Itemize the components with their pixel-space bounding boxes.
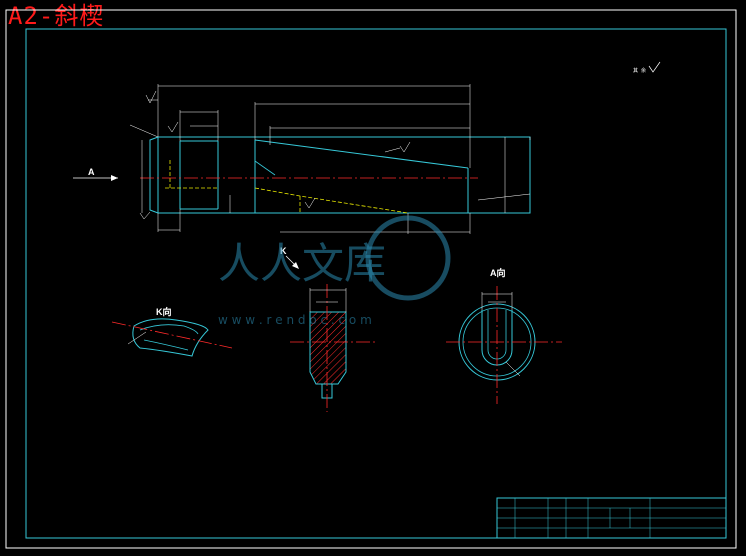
- a-view: [446, 286, 562, 404]
- watermark: [365, 215, 451, 301]
- roughness-symbol: 其 余: [633, 61, 661, 74]
- watermark-url: w w w . r e n d o c . c o m: [218, 313, 372, 327]
- k-arrow: [285, 255, 299, 269]
- drawing-title: A2-斜楔: [8, 2, 105, 30]
- arrow-a-label: A: [88, 167, 95, 177]
- title-block: [496, 497, 727, 539]
- outer-frame: [5, 9, 737, 549]
- view-k-label: K: [280, 246, 287, 256]
- k-view: [111, 318, 233, 357]
- inner-frame: [25, 28, 727, 539]
- section-view: [290, 284, 376, 412]
- view-k-dir-label: K向: [156, 306, 172, 317]
- svg-text:其: 其: [633, 68, 638, 74]
- watermark-brand: 人人文库: [218, 239, 386, 288]
- svg-text:余: 余: [641, 67, 646, 74]
- main-view: [73, 84, 531, 234]
- view-a-dir-label: A向: [490, 267, 506, 278]
